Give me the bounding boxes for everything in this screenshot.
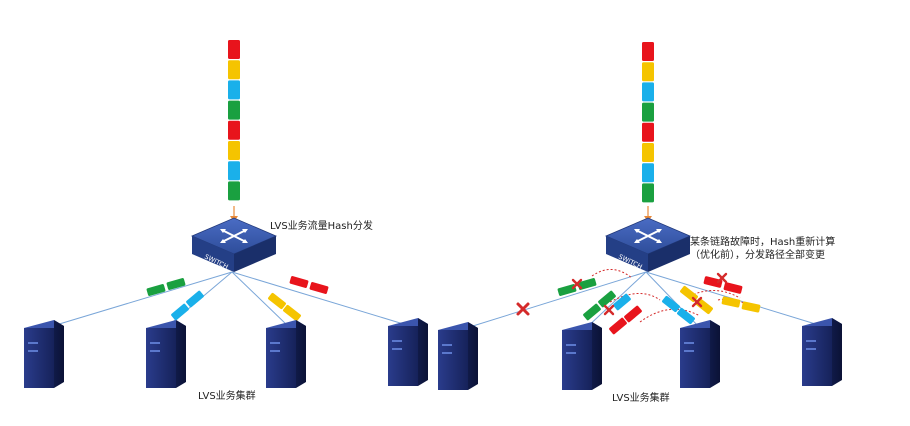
server-icon bbox=[24, 320, 64, 388]
stream-packet-blue bbox=[228, 161, 240, 181]
packet-green bbox=[166, 278, 186, 290]
server-icon bbox=[438, 322, 478, 390]
right-cluster-caption: LVS业务集群 bbox=[612, 393, 670, 404]
stream-packet-red bbox=[642, 42, 654, 61]
packet-red bbox=[723, 282, 743, 294]
packet-green bbox=[577, 278, 597, 290]
packet-green bbox=[557, 284, 577, 296]
packet-red bbox=[624, 305, 642, 323]
packet-red bbox=[609, 317, 627, 335]
right-reroute-arrows bbox=[591, 269, 753, 323]
packet-yellow bbox=[283, 304, 301, 322]
packet-blue bbox=[613, 293, 631, 311]
left-links bbox=[45, 271, 411, 329]
stream-packet-red bbox=[228, 120, 240, 140]
packet-blue bbox=[171, 303, 189, 321]
right-packet-stream bbox=[642, 42, 654, 203]
packet-green bbox=[583, 303, 601, 321]
left-cluster-caption: LVS业务集群 bbox=[198, 391, 256, 402]
fault-x-icon bbox=[716, 272, 728, 284]
left-link-1 bbox=[45, 271, 233, 329]
packet-blue bbox=[677, 307, 695, 325]
left-link-3 bbox=[231, 271, 289, 327]
server-icon bbox=[802, 318, 842, 386]
packet-yellow bbox=[741, 301, 761, 313]
packet-green bbox=[146, 284, 166, 296]
left-switch: SWITCH bbox=[190, 217, 278, 272]
packet-red bbox=[289, 276, 309, 288]
right-switch: SWITCH bbox=[604, 217, 692, 272]
right-panel: SWITCH bbox=[438, 42, 842, 390]
left-link-4 bbox=[231, 271, 411, 327]
stream-packet-red bbox=[228, 40, 240, 59]
right-fault-caption-line1: 某条链路故障时，Hash重新计算 bbox=[690, 237, 836, 248]
fault-x-icon bbox=[571, 278, 583, 290]
server-icon bbox=[562, 322, 602, 390]
right-fault-marks bbox=[516, 272, 728, 316]
server-icon bbox=[146, 320, 186, 388]
packet-yellow bbox=[695, 297, 713, 315]
left-hash-caption: LVS业务流量Hash分发 bbox=[270, 221, 373, 232]
right-servers bbox=[438, 318, 842, 390]
stream-packet-green bbox=[642, 183, 654, 203]
server-icon bbox=[266, 320, 306, 388]
stream-packet-yellow bbox=[228, 60, 240, 80]
reroute-arrow bbox=[591, 269, 633, 279]
packet-red bbox=[703, 276, 723, 288]
reroute-arrow bbox=[609, 293, 661, 303]
fault-x-icon bbox=[516, 302, 530, 316]
right-fault-caption-line2: （优化前），分发路径全部变更 bbox=[690, 250, 825, 261]
stream-packet-red bbox=[642, 122, 654, 142]
left-servers bbox=[24, 318, 428, 388]
stream-packet-yellow bbox=[642, 143, 654, 162]
packet-red bbox=[309, 282, 329, 294]
right-link-2 bbox=[583, 271, 647, 331]
stream-packet-green bbox=[228, 181, 240, 201]
packet-blue bbox=[662, 295, 680, 313]
stream-packet-green bbox=[642, 102, 654, 122]
server-icon bbox=[388, 318, 428, 386]
stream-packet-yellow bbox=[642, 62, 654, 82]
right-link-1 bbox=[459, 271, 647, 331]
reroute-arrow bbox=[639, 308, 701, 323]
stream-packet-blue bbox=[642, 82, 654, 102]
fault-x-icon bbox=[603, 304, 615, 316]
packet-yellow bbox=[721, 296, 741, 308]
left-flow-packets bbox=[146, 276, 329, 322]
stream-packet-blue bbox=[228, 80, 240, 100]
right-flow-packets bbox=[557, 276, 761, 335]
packet-yellow bbox=[268, 292, 286, 310]
server-icon bbox=[680, 320, 720, 388]
fault-x-icon bbox=[691, 296, 703, 308]
stream-packet-green bbox=[228, 100, 240, 120]
packet-green bbox=[598, 290, 616, 308]
left-packet-stream bbox=[228, 40, 240, 201]
stream-packet-yellow bbox=[228, 141, 240, 160]
stream-packet-blue bbox=[642, 163, 654, 183]
packet-blue bbox=[186, 290, 204, 308]
left-panel: SWITCH bbox=[24, 40, 428, 388]
